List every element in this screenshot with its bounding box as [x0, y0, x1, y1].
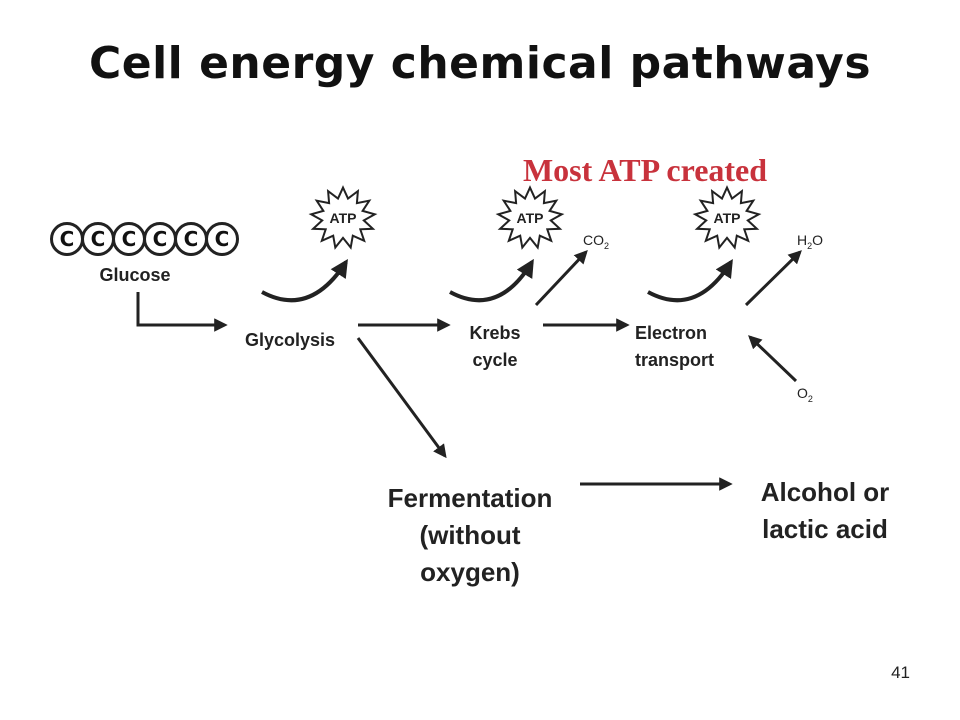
slide-title: Cell energy chemical pathways — [88, 38, 872, 89]
atp-burst-etc: ATP — [692, 185, 762, 250]
atp-burst-label: ATP — [330, 210, 357, 226]
glycolysis-label: Glycolysis — [244, 330, 336, 350]
carbon-atom: C — [50, 222, 84, 256]
co2-release-arrow — [534, 250, 588, 307]
h2o-release-arrow — [744, 250, 802, 307]
fermentation-label: Fermentation (without oxygen) — [387, 483, 553, 587]
glycolysis-atp-curve-arrow — [261, 258, 348, 303]
glucose-carbon-chain: C C C C C C — [50, 222, 239, 256]
atp-burst-label: ATP — [517, 210, 544, 226]
carbon-atom: C — [143, 222, 177, 256]
carbon-atom: C — [112, 222, 146, 256]
atp-burst-glycolysis: ATP — [308, 185, 378, 250]
atp-burst-krebs: ATP — [495, 185, 565, 250]
etc-atp-curve-arrow — [647, 258, 733, 303]
glycolysis-to-fermentation-arrow — [356, 337, 447, 459]
h2o-label: H2O — [797, 232, 824, 251]
co2-label: CO2 — [583, 232, 610, 251]
glucose-label: Glucose — [99, 265, 171, 285]
carbon-atom: C — [205, 222, 239, 256]
krebs-atp-curve-arrow — [449, 258, 534, 303]
most-atp-highlight: Most ATP created — [522, 152, 768, 188]
electron-transport-label: Electron transport — [635, 323, 715, 370]
carbon-atom: C — [174, 222, 208, 256]
krebs-cycle-label: Krebs cycle — [469, 323, 521, 370]
glucose-to-glycolysis-arrow — [136, 292, 228, 332]
o2-input-arrow — [748, 335, 798, 383]
carbon-atom: C — [81, 222, 115, 256]
atp-burst-label: ATP — [714, 210, 741, 226]
alcohol-lactic-acid-label: Alcohol or lactic acid — [760, 477, 890, 544]
page-number: 41 — [891, 663, 910, 682]
o2-label: O2 — [797, 385, 813, 404]
